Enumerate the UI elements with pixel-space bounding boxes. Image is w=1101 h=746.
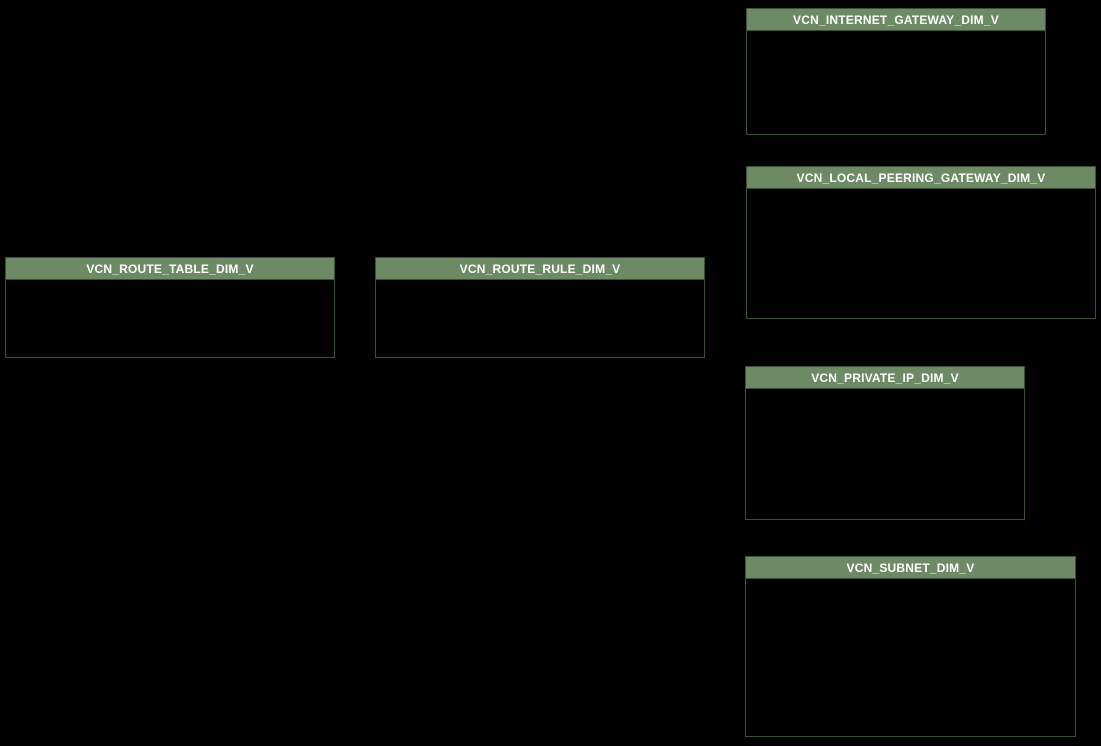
entity-table-vcn-subnet-dim-v[interactable]: VCN_SUBNET_DIM_V xyxy=(745,556,1076,737)
entity-body xyxy=(747,189,1095,318)
entity-title: VCN_ROUTE_RULE_DIM_V xyxy=(459,261,621,276)
entity-table-vcn-internet-gateway-dim-v[interactable]: VCN_INTERNET_GATEWAY_DIM_V xyxy=(746,8,1046,135)
entity-body xyxy=(6,280,334,357)
entity-body xyxy=(376,280,704,357)
entity-table-vcn-route-table-dim-v[interactable]: VCN_ROUTE_TABLE_DIM_V xyxy=(5,257,335,358)
entity-title: VCN_PRIVATE_IP_DIM_V xyxy=(811,370,959,385)
entity-header[interactable]: VCN_PRIVATE_IP_DIM_V xyxy=(746,367,1024,389)
entity-table-vcn-local-peering-gateway-dim-v[interactable]: VCN_LOCAL_PEERING_GATEWAY_DIM_V xyxy=(746,166,1096,319)
entity-header[interactable]: VCN_LOCAL_PEERING_GATEWAY_DIM_V xyxy=(747,167,1095,189)
entity-header[interactable]: VCN_SUBNET_DIM_V xyxy=(746,557,1075,579)
entity-header[interactable]: VCN_ROUTE_RULE_DIM_V xyxy=(376,258,704,280)
entity-title: VCN_ROUTE_TABLE_DIM_V xyxy=(86,261,254,276)
entity-table-vcn-route-rule-dim-v[interactable]: VCN_ROUTE_RULE_DIM_V xyxy=(375,257,705,358)
entity-header[interactable]: VCN_ROUTE_TABLE_DIM_V xyxy=(6,258,334,280)
entity-title: VCN_INTERNET_GATEWAY_DIM_V xyxy=(793,12,999,27)
entity-title: VCN_SUBNET_DIM_V xyxy=(846,560,975,575)
entity-table-vcn-private-ip-dim-v[interactable]: VCN_PRIVATE_IP_DIM_V xyxy=(745,366,1025,520)
entity-body xyxy=(746,389,1024,519)
entity-body xyxy=(747,31,1045,134)
entity-header[interactable]: VCN_INTERNET_GATEWAY_DIM_V xyxy=(747,9,1045,31)
entity-body xyxy=(746,579,1075,736)
entity-title: VCN_LOCAL_PEERING_GATEWAY_DIM_V xyxy=(796,170,1046,185)
